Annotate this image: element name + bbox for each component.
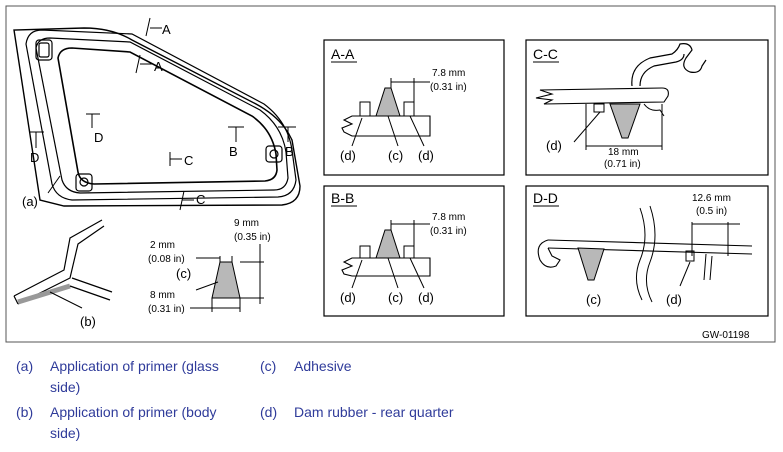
legend-key: (d) (260, 404, 278, 420)
dd-width-in: (0.5 in) (696, 206, 727, 217)
section-aa (323, 39, 505, 176)
adhesive-bead (577, 247, 605, 281)
cut-markers (30, 17, 296, 211)
aa-width-mm: 7.8 mm (432, 68, 465, 79)
section-cc-title: C-C (533, 46, 558, 62)
callout-a-main: (a) (22, 194, 38, 209)
section-bb (323, 185, 505, 317)
legend-item-c: (c) Adhesive (260, 356, 510, 378)
quarter-glass-illustration (13, 27, 301, 207)
callout-d-bb-left: (d) (340, 290, 356, 305)
callout-d-cc: (d) (546, 138, 562, 153)
callout-d-bb-right: (d) (418, 290, 434, 305)
bead-height-in: (0.35 in) (234, 232, 271, 243)
bead-top-in: (0.08 in) (148, 254, 185, 265)
figure-id: GW-01198 (702, 330, 750, 341)
body-flange-detail (13, 219, 113, 305)
legend-item-d: (d) Dam rubber - rear quarter (260, 402, 520, 424)
legend: (a) Application of primer (glass side) (c… (0, 352, 783, 452)
callout-c-bead: (c) (176, 266, 191, 281)
cut-marker-c-bottom: C (196, 192, 205, 207)
legend-text: Application of primer (glass side) (50, 356, 219, 398)
callout-b-main: (b) (80, 314, 96, 329)
legend-key: (c) (260, 358, 277, 374)
glass-installation-diagram: A A B B C C D D (a) (b) 9 mm (0.35 in) 2… (5, 5, 776, 343)
legend-key: (a) (16, 358, 34, 374)
section-bb-title: B-B (331, 190, 354, 206)
legend-text: Application of primer (body side) (50, 402, 217, 444)
bead-profile-detail (190, 244, 264, 312)
legend-item-a: (a) Application of primer (glass side) (16, 356, 256, 400)
callout-d-aa-left: (d) (340, 148, 356, 163)
callout-d-aa-right: (d) (418, 148, 434, 163)
callout-d-dd: (d) (666, 292, 682, 307)
section-dd-title: D-D (533, 190, 558, 206)
callout-c-bb: (c) (388, 290, 403, 305)
cut-marker-b-left: B (229, 144, 238, 159)
cut-marker-c-top: C (184, 153, 193, 168)
bead-height-mm: 9 mm (234, 218, 259, 229)
figure-frame (5, 5, 776, 343)
bead-base-in: (0.31 in) (148, 304, 185, 315)
section-aa-title: A-A (331, 46, 355, 62)
cut-marker-b-right: B (285, 144, 294, 159)
legend-key: (b) (16, 404, 34, 420)
legend-text: Adhesive (294, 358, 352, 374)
callout-c-dd: (c) (586, 292, 601, 307)
callout-a-leader (47, 175, 61, 194)
callout-c-aa: (c) (388, 148, 403, 163)
cc-width-in: (0.71 in) (604, 159, 641, 170)
cut-marker-d-left: D (30, 150, 39, 165)
cut-marker-a-bottom: A (154, 59, 163, 74)
bead-base-mm: 8 mm (150, 290, 175, 301)
cut-marker-d-right: D (94, 130, 103, 145)
legend-text-line2: side) (50, 425, 81, 441)
legend-text-line1: Application of primer (glass (50, 358, 219, 374)
bb-width-in: (0.31 in) (430, 226, 467, 237)
legend-item-b: (b) Application of primer (body side) (16, 402, 256, 446)
bead-top-mm: 2 mm (150, 240, 175, 251)
callout-b-leader (49, 291, 83, 309)
aa-width-in: (0.31 in) (430, 82, 467, 93)
adhesive-bead (609, 103, 641, 139)
cc-width-mm: 18 mm (608, 147, 639, 158)
cut-marker-a-top: A (162, 22, 171, 37)
legend-text: Dam rubber - rear quarter (294, 404, 454, 420)
dd-width-mm: 12.6 mm (692, 193, 731, 204)
adhesive-bead (211, 261, 241, 299)
bb-width-mm: 7.8 mm (432, 212, 465, 223)
legend-text-line2: side) (50, 379, 81, 395)
section-dd (525, 185, 769, 317)
legend-text-line1: Application of primer (body (50, 404, 217, 420)
section-cc (525, 39, 769, 176)
